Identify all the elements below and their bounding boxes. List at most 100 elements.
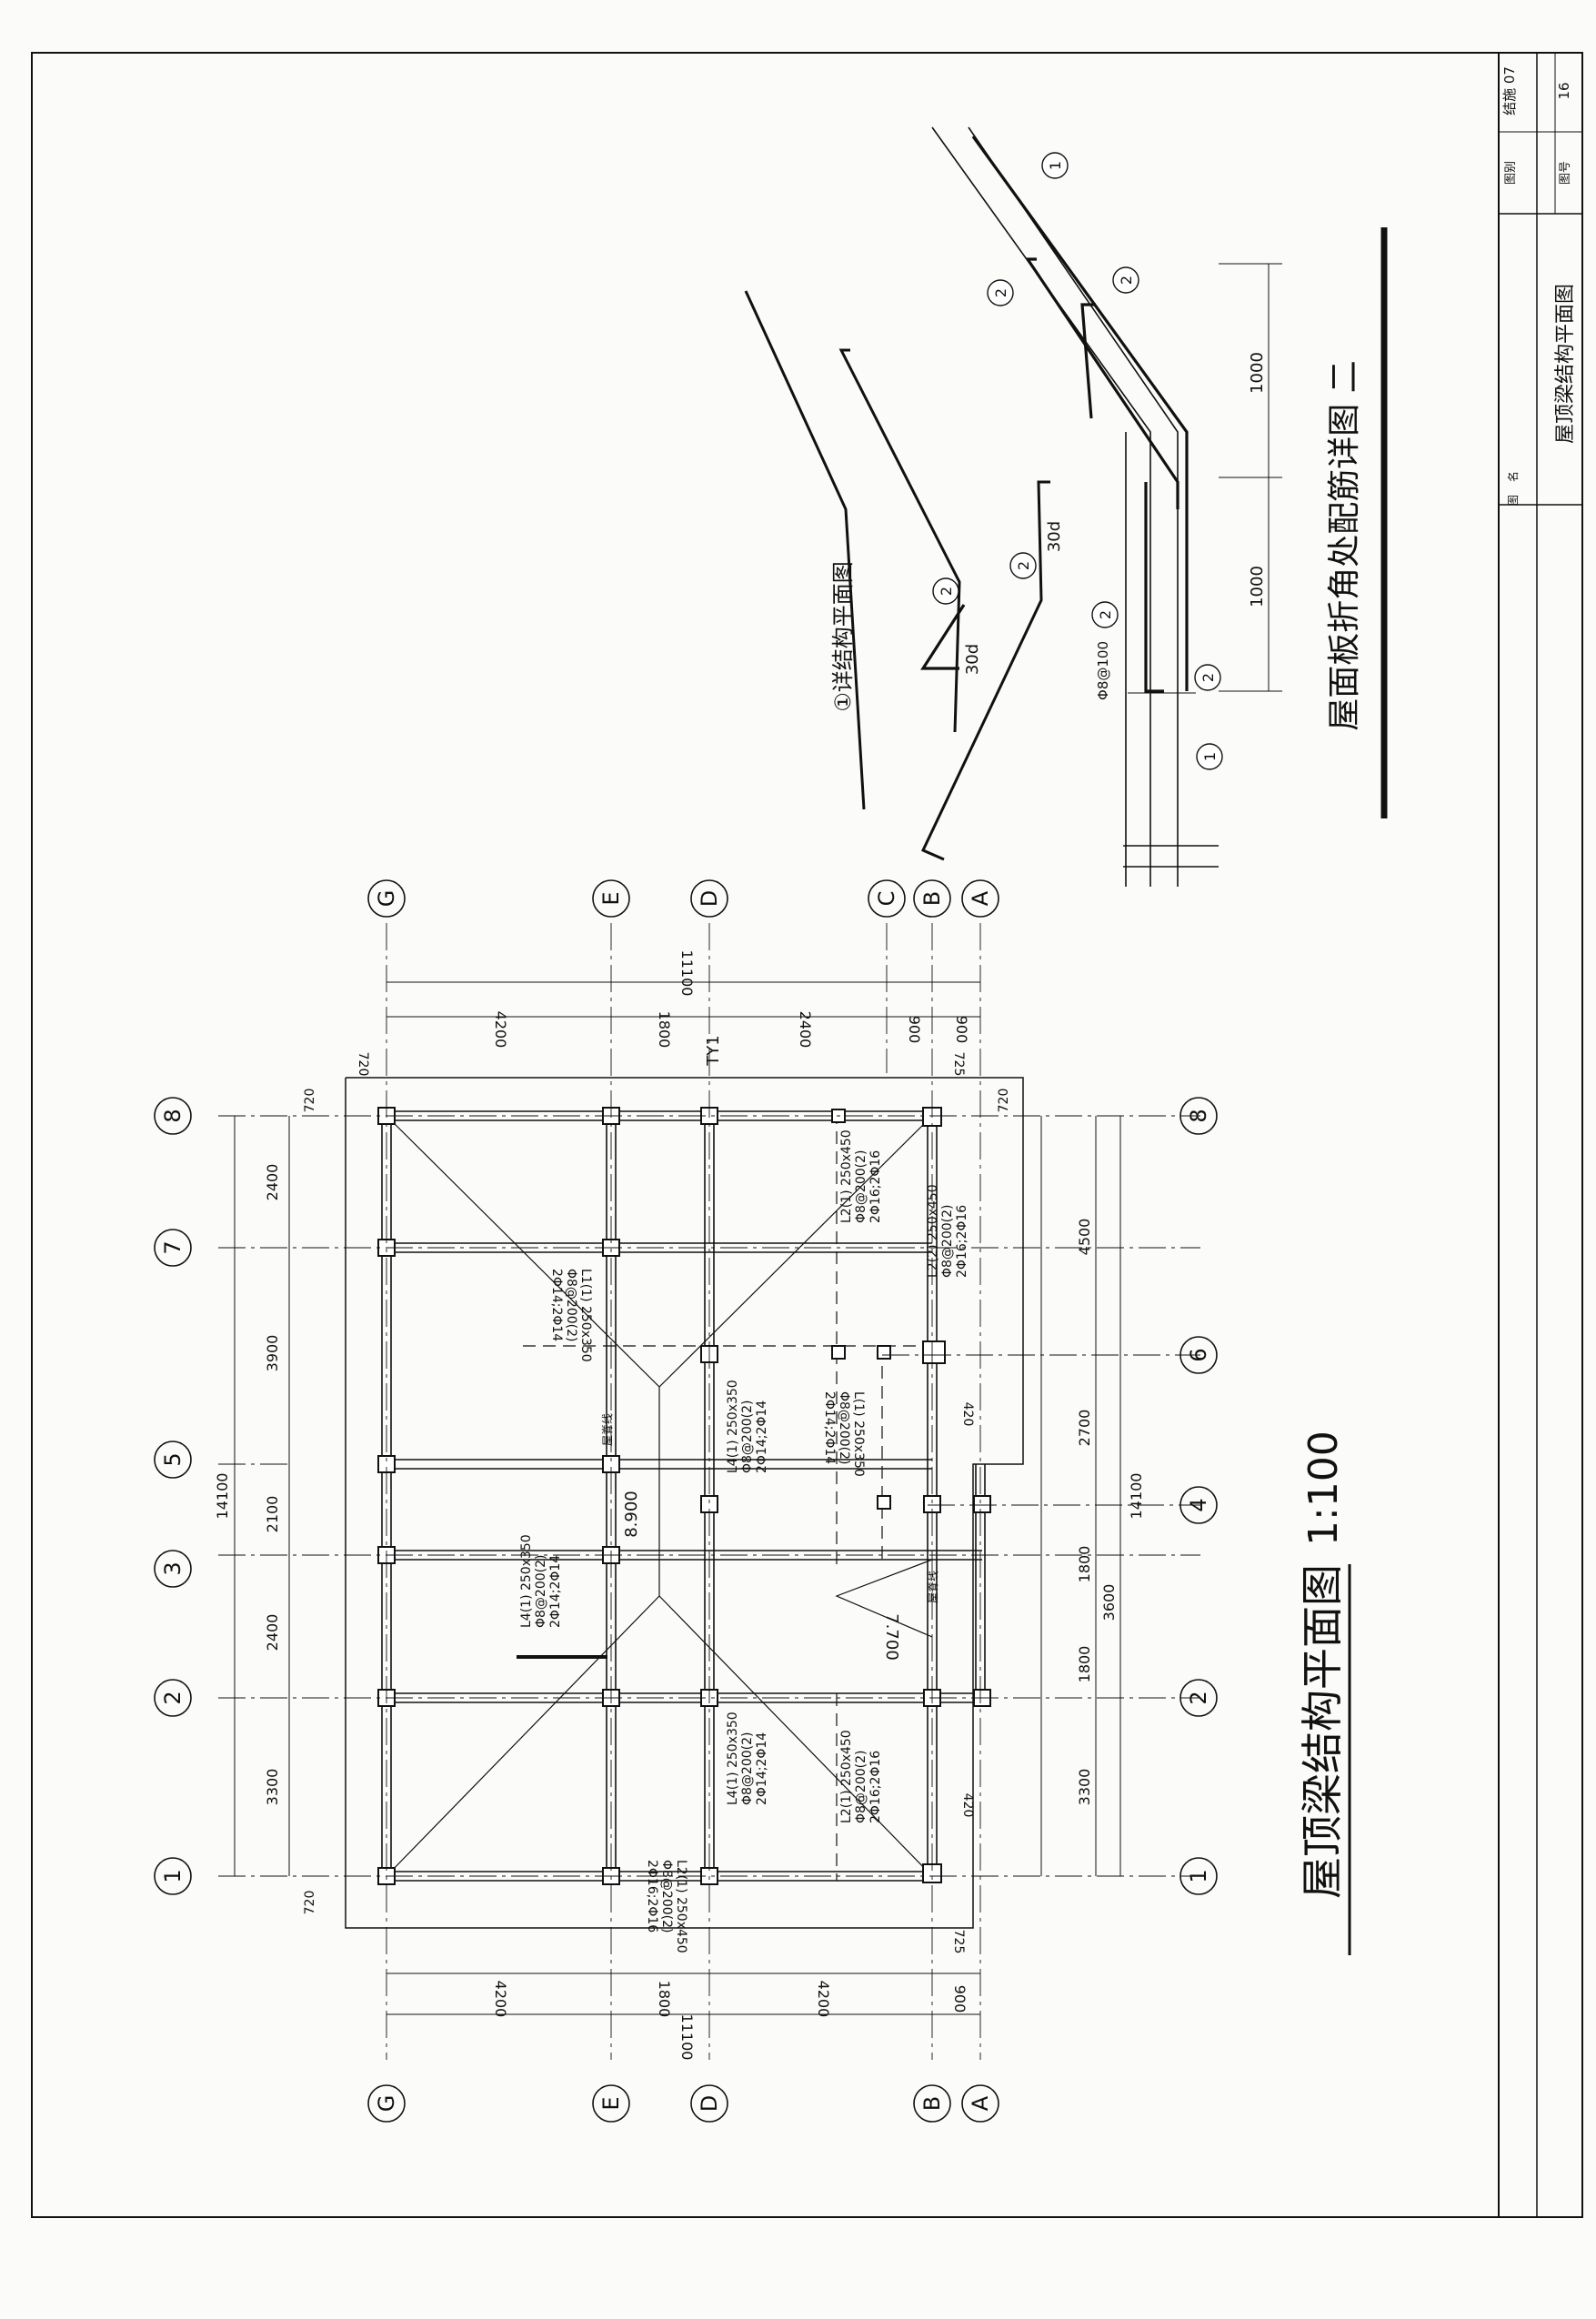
- axis-label-rc: C: [874, 891, 899, 907]
- svg-text:L2(1) 250x450: L2(1) 250x450: [839, 1129, 854, 1223]
- axis-bubbles-top: [154, 1097, 192, 1895]
- right-dimensions: 4200 1800 2400 900 900 11100: [492, 950, 970, 1049]
- dim-1800b-bot: 1800: [1076, 1546, 1093, 1583]
- dim-3300-bot: 3300: [1076, 1769, 1093, 1806]
- drawing-no-value: 16: [1556, 82, 1572, 99]
- svg-text:L2(1) 250x450: L2(1) 250x450: [839, 1730, 854, 1823]
- callout-h: 2: [1200, 673, 1217, 682]
- ty1-label: TY1: [704, 1035, 723, 1066]
- dim-4500-bot: 4500: [1076, 1219, 1093, 1256]
- drawing-type-label: 图别: [1504, 161, 1518, 185]
- svg-text:2Φ16;2Φ16: 2Φ16;2Φ16: [868, 1751, 883, 1823]
- beam-lines-horizontal: [382, 1110, 982, 1882]
- callout-d: 2: [938, 587, 955, 596]
- axis-label-rd: D: [697, 890, 722, 907]
- axis-label-e: E: [598, 2096, 624, 2110]
- svg-text:L4(1) 250x350: L4(1) 250x350: [726, 1380, 740, 1473]
- dim-total-right: 11100: [678, 950, 696, 997]
- plan-title-group: 屋顶梁结构平面图 1:100: [1298, 1431, 1351, 1955]
- dim-1800a-bot: 1800: [1076, 1646, 1093, 1683]
- callout-f: 2: [1097, 610, 1114, 619]
- svg-text:2Φ14;2Φ14: 2Φ14;2Φ14: [548, 1555, 563, 1628]
- outer-border: [31, 52, 1583, 2218]
- offset-2: 720: [303, 1089, 317, 1113]
- axis-bubbles-right: [367, 879, 999, 918]
- dim-3900-top: 3900: [264, 1335, 281, 1372]
- axis-labels-bottom: 1 2 4 6 8: [1186, 1109, 1211, 1882]
- axis-label-g: G: [374, 2095, 399, 2113]
- drawing-name: 屋顶梁结构平面图: [1554, 284, 1577, 444]
- dim-total-top: 14100: [214, 1473, 231, 1520]
- grid-lines: [218, 923, 1200, 2060]
- secondary-beams: [523, 1111, 932, 1881]
- beam-lines-vertical: [381, 1111, 986, 1881]
- fold-corner-detail: 1 2 2 2 2 2 1 2 30d 30d 1000 1000 Φ8@100…: [744, 126, 1388, 887]
- rebar-note: Φ8@100: [1095, 641, 1111, 700]
- plan-scale: 1:100: [1300, 1431, 1347, 1546]
- dim-total-left: 11100: [678, 2014, 696, 2061]
- plan-title: 屋顶梁结构平面图: [1298, 1564, 1347, 1899]
- svg-text:Φ8@200(2): Φ8@200(2): [564, 1269, 578, 1341]
- ridge-label-2: 屋脊线: [927, 1571, 939, 1603]
- callout-g: 1: [1201, 752, 1219, 761]
- svg-text:Φ8@200(2): Φ8@200(2): [837, 1391, 851, 1464]
- columns: [377, 1107, 991, 1885]
- svg-text:2Φ14;2Φ14: 2Φ14;2Φ14: [822, 1391, 837, 1464]
- dim-3600-bot: 3600: [1100, 1584, 1118, 1621]
- axis-label-d: D: [697, 2095, 722, 2112]
- offset-5: 720: [303, 1891, 317, 1915]
- svg-text:Φ8@200(2): Φ8@200(2): [534, 1555, 548, 1628]
- callout-c: 2: [992, 288, 1009, 297]
- offset-8: 420: [960, 1793, 975, 1818]
- offset-6: 725: [951, 1930, 966, 1954]
- axis-label-2: 2: [160, 1691, 186, 1704]
- dim-4200b-left: 4200: [815, 1981, 832, 2018]
- callout-a: 1: [1047, 161, 1064, 170]
- drawing-no-label: 图号: [1559, 161, 1572, 185]
- dim-4200-right: 4200: [492, 1011, 509, 1049]
- bottom-dimensions: 3300 1800 1800 2700 4500 3600 14100: [1076, 1219, 1145, 1806]
- axis-label-8: 8: [160, 1109, 186, 1122]
- svg-text:Φ8@200(2): Φ8@200(2): [940, 1205, 955, 1278]
- svg-text:Φ8@200(2): Φ8@200(2): [659, 1860, 674, 1932]
- axis-label-3: 3: [160, 1561, 186, 1575]
- offset-dims: 720 720 725 720 720 725 420 420: [303, 1052, 1011, 1954]
- svg-text:2Φ14;2Φ14: 2Φ14;2Φ14: [755, 1400, 769, 1473]
- svg-text:2Φ16;2Φ16: 2Φ16;2Φ16: [645, 1860, 659, 1932]
- top-dimensions: 3300 2400 2100 3900 2400 14100: [214, 1164, 281, 1806]
- ridge-label-1: 屋脊线: [601, 1413, 614, 1446]
- axis-label-re: E: [598, 891, 624, 905]
- dim-900b-right: 900: [953, 1016, 970, 1044]
- axis-label-rg: G: [374, 890, 399, 908]
- offset-4: 720: [997, 1089, 1011, 1113]
- dimension-lines: [234, 981, 1121, 2015]
- axis-label-a: A: [968, 2095, 993, 2111]
- title-block: 图别 结施 07 图号 16 图名 屋顶梁结构平面图: [1498, 53, 1582, 2217]
- axis-label-b1: 1: [1186, 1869, 1211, 1882]
- dim-3300-top: 3300: [264, 1769, 281, 1806]
- slab-outline: [345, 1077, 1024, 1929]
- axis-label-ra: A: [968, 890, 993, 906]
- axis-bubbles-left: [367, 2084, 999, 2123]
- detail-title: 屋面板折角处配筋详图 二: [1326, 360, 1363, 730]
- dim-2700-bot: 2700: [1076, 1410, 1093, 1447]
- svg-text:Φ8@200(2): Φ8@200(2): [854, 1751, 868, 1823]
- dim-1800-right: 1800: [656, 1011, 673, 1049]
- axis-label-1: 1: [160, 1869, 186, 1882]
- axis-label-b2: 2: [1186, 1691, 1211, 1704]
- axis-labels-top: 1 2 3 5 7 8: [160, 1109, 186, 1882]
- roof-beam-plan: 1 2 3 5 7 8 1 2 4 6 8 G E D: [154, 879, 1351, 2123]
- anchor-30d-1: 30d: [1045, 521, 1064, 552]
- svg-text:L2(1) 250x450: L2(1) 250x450: [674, 1860, 688, 1953]
- detail-title-group: 屋面板折角处配筋详图 二: [1326, 360, 1363, 730]
- svg-text:2Φ16;2Φ16: 2Φ16;2Φ16: [955, 1205, 969, 1278]
- svg-text:2Φ14;2Φ14: 2Φ14;2Φ14: [549, 1269, 564, 1341]
- elevation-7700: 7.700: [882, 1613, 901, 1661]
